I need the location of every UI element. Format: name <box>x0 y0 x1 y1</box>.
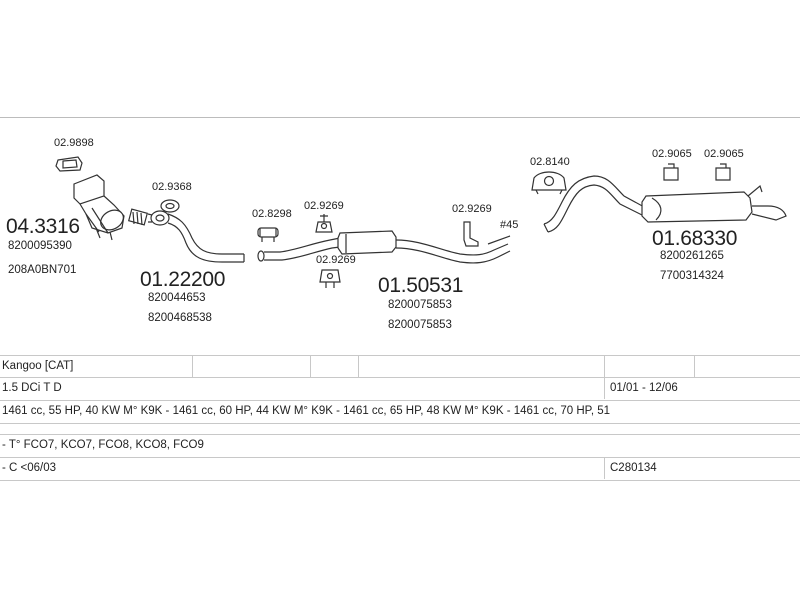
table-row-engine: 1.5 DCi T D 01/01 - 12/06 <box>0 378 800 399</box>
hanger-02-9269-c-icon <box>463 221 479 247</box>
table-row-types: - T° FCO7, KCO7, FCO8, KCO8, FCO9 <box>0 435 800 456</box>
front-pipe-01-22200-icon <box>127 208 245 263</box>
table-line <box>0 400 800 401</box>
part-number-01-50531: 01.50531 <box>378 274 464 297</box>
oe-number-208A0BN701: 208A0BN701 <box>8 264 77 276</box>
part-label-02-8298: 02.8298 <box>252 208 292 220</box>
table-line <box>0 423 800 424</box>
table-cell-years: 01/01 - 12/06 <box>610 382 678 394</box>
part-label-02-9898: 02.9898 <box>54 137 94 149</box>
oe-number-8200261265: 8200261265 <box>660 250 724 262</box>
oe-number-820044653: 820044653 <box>148 292 206 304</box>
part-number-01-68330: 01.68330 <box>652 227 738 250</box>
table-line <box>0 480 800 481</box>
catalytic-converter-04-3316-icon <box>73 174 125 241</box>
table-row-model: Kangoo [CAT] <box>0 356 800 377</box>
rear-silencer-01-68330-icon <box>543 175 787 233</box>
oe-number-8200468538: 8200468538 <box>148 312 212 324</box>
table-row-specs: 1461 cc, 55 HP, 40 KW M° K9K - 1461 cc, … <box>0 401 800 422</box>
table-divider <box>358 356 359 377</box>
clamp-02-8298-icon <box>257 227 279 242</box>
part-label-02-9065-a: 02.9065 <box>652 148 692 160</box>
oe-number-8200095390: 8200095390 <box>8 240 72 252</box>
hanger-02-9065-b-icon <box>715 163 731 181</box>
part-number-04-3316: 04.3316 <box>6 215 80 238</box>
table-line <box>0 434 800 435</box>
table-row-notes: - C <06/03 C280134 <box>0 458 800 479</box>
table-divider <box>694 356 695 377</box>
rubber-mount-02-8140-icon <box>531 171 567 195</box>
part-label-02-9269-c: 02.9269 <box>452 203 492 215</box>
frame-top-line <box>0 117 800 118</box>
table-line <box>0 355 800 356</box>
hanger-02-9269-a-icon <box>315 214 333 233</box>
section-mark-45: #45 <box>500 219 519 231</box>
part-label-02-9269-a: 02.9269 <box>304 200 344 212</box>
part-label-02-8140: 02.8140 <box>530 156 570 168</box>
oe-number-8200075853-b: 8200075853 <box>388 319 452 331</box>
table-line <box>0 377 800 378</box>
middle-silencer-01-50531-icon <box>257 230 511 264</box>
table-cell-code: C280134 <box>610 462 657 474</box>
table-cell-types: - T° FCO7, KCO7, FCO8, KCO8, FCO9 <box>2 439 204 451</box>
table-cell-specs: 1461 cc, 55 HP, 40 KW M° K9K - 1461 cc, … <box>2 405 611 417</box>
gasket-02-9368-icon <box>160 199 180 213</box>
part-label-02-9269-b: 02.9269 <box>316 254 356 266</box>
exhaust-diagram: 02.9898 04.3316 8200095390 208A0BN701 02… <box>6 137 787 331</box>
hanger-02-9269-b-icon <box>319 269 341 288</box>
exhaust-drawing <box>55 156 787 288</box>
table-divider <box>310 356 311 377</box>
section-45-pipe-icon <box>487 235 511 245</box>
table-line <box>0 457 800 458</box>
part-number-01-22200: 01.22200 <box>140 268 226 291</box>
table-cell-engine: 1.5 DCi T D <box>2 382 62 394</box>
table-cell-notes: - C <06/03 <box>2 462 57 474</box>
table-divider <box>604 356 605 377</box>
table-divider <box>604 378 605 399</box>
gasket-02-9898-icon <box>55 156 83 172</box>
part-label-02-9065-b: 02.9065 <box>704 148 744 160</box>
part-label-02-9368: 02.9368 <box>152 181 192 193</box>
oe-number-8200075853-a: 8200075853 <box>388 299 452 311</box>
hanger-02-9065-a-icon <box>663 163 679 181</box>
table-divider <box>604 458 605 479</box>
table-cell-model: Kangoo [CAT] <box>2 360 74 372</box>
table-divider <box>192 356 193 377</box>
oe-number-7700314324: 7700314324 <box>660 270 724 282</box>
